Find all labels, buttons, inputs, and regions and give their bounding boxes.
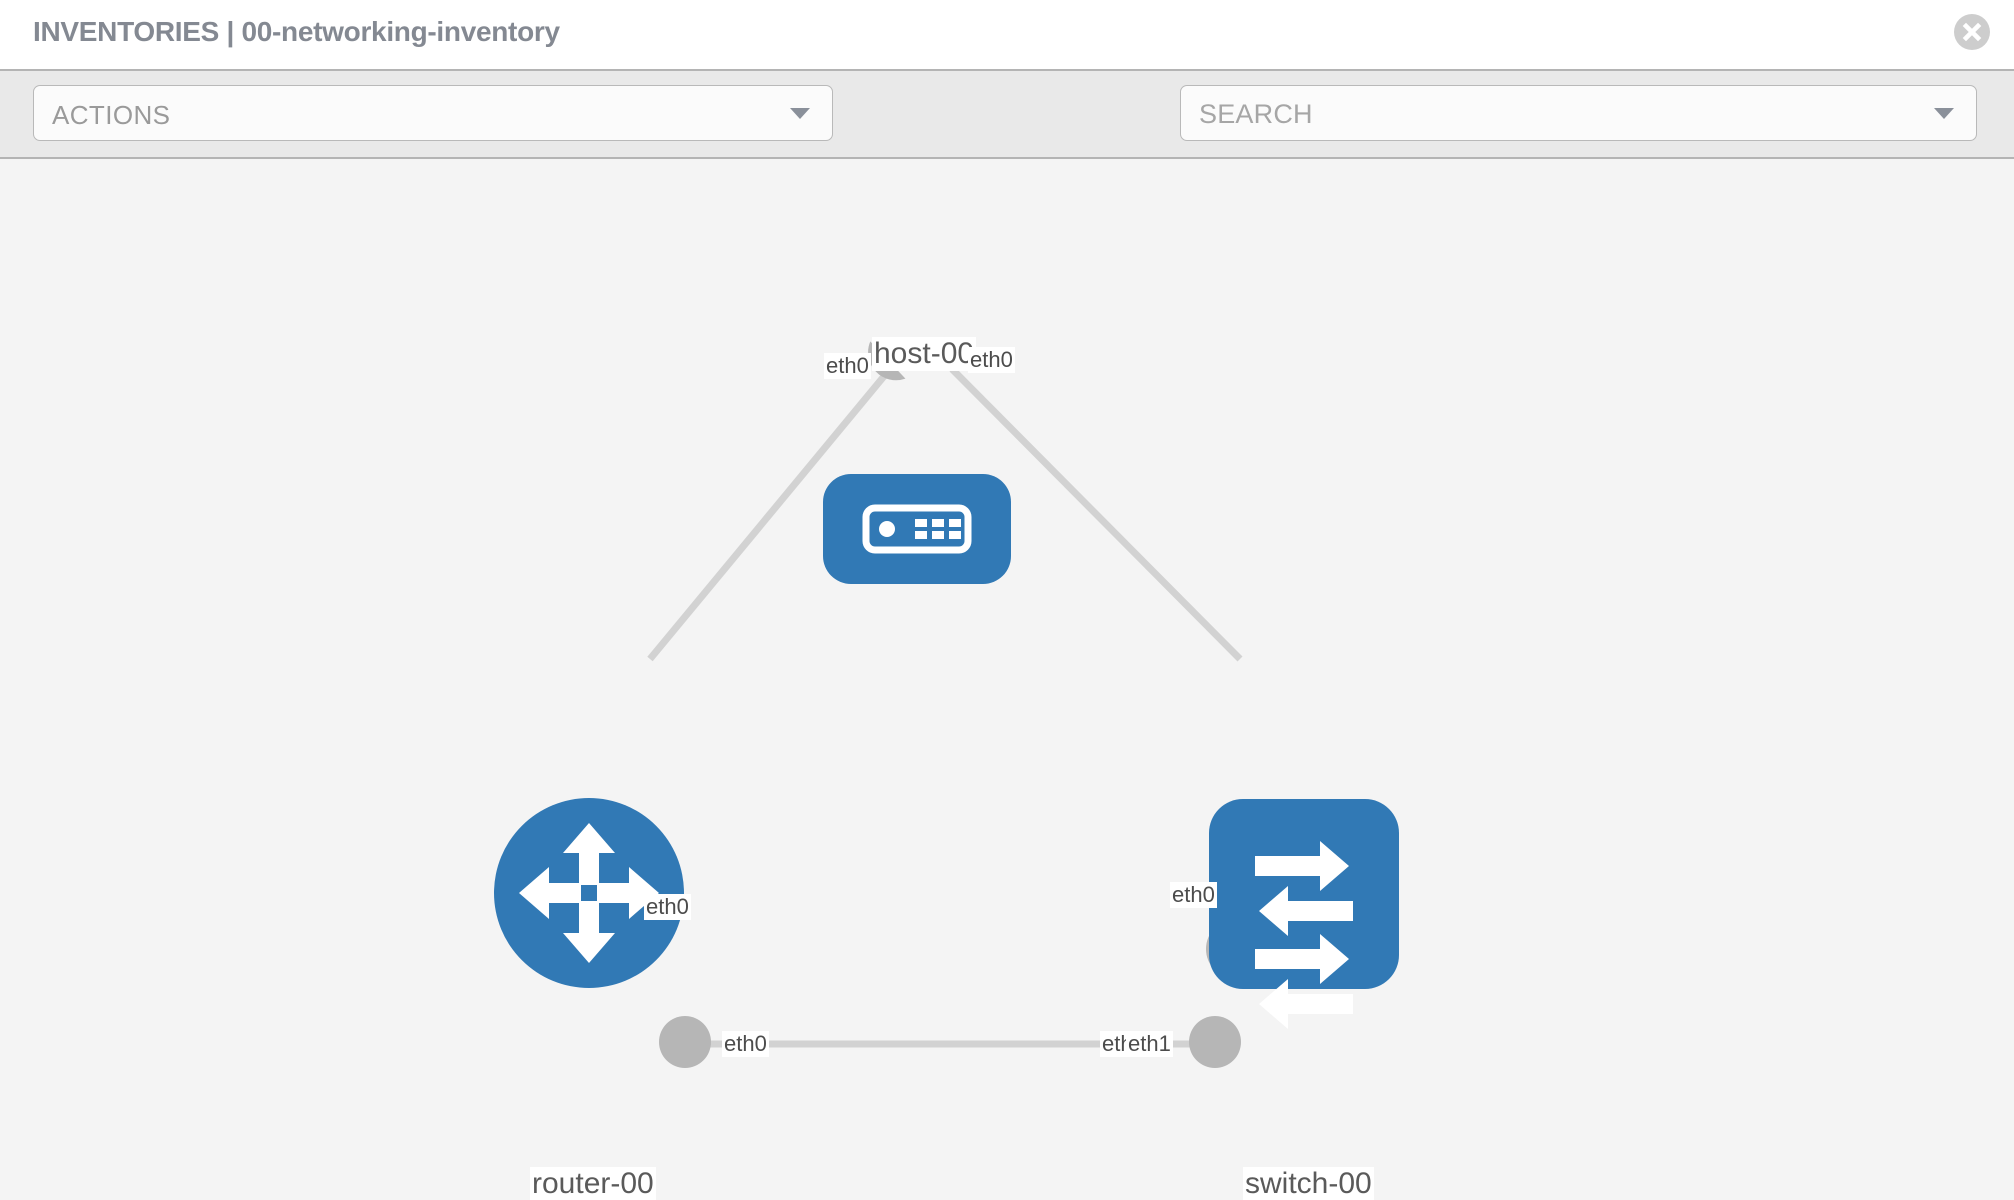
node-label-switch-00: switch-00 — [1243, 1167, 1374, 1200]
link-host-router[interactable] — [647, 366, 893, 662]
node-switch-00[interactable] — [1209, 799, 1399, 1029]
topology-canvas[interactable]: host-00 router-00 switch-00 eth0 eth0 et… — [0, 159, 2014, 1200]
node-router-00[interactable] — [494, 798, 684, 988]
router-arrows-icon — [519, 823, 659, 963]
node-label-host-00: host-00 — [872, 337, 977, 371]
server-icon — [862, 504, 972, 554]
actions-dropdown-label: ACTIONS — [52, 100, 171, 130]
page-title: INVENTORIES | 00-networking-inventory — [33, 16, 560, 47]
iface-label-host-right: eth0 — [968, 347, 1015, 373]
port-router-right[interactable] — [659, 1016, 711, 1068]
chevron-down-icon — [790, 108, 810, 119]
toolbar: ACTIONS SEARCH — [0, 69, 2014, 203]
iface-label-router-right: eth0 — [722, 1031, 769, 1057]
topology-graph — [494, 341, 1399, 1068]
port-switch-left[interactable] — [1189, 1016, 1241, 1068]
node-host-00[interactable] — [823, 474, 1011, 584]
close-icon — [1962, 22, 1982, 42]
iface-label-switch-left-b: eth1 — [1126, 1031, 1173, 1057]
node-label-router-00: router-00 — [530, 1167, 656, 1200]
iface-label-switch-up: eth0 — [1170, 882, 1217, 908]
link-host-switch[interactable] — [949, 366, 1243, 662]
iface-label-host-left: eth0 — [824, 353, 871, 379]
chevron-down-icon — [1934, 108, 1954, 119]
page-header: INVENTORIES | 00-networking-inventory — [0, 0, 2014, 69]
close-button[interactable] — [1954, 14, 1990, 50]
actions-dropdown[interactable]: ACTIONS — [33, 85, 833, 141]
switch-arrows-icon — [1255, 841, 1353, 1029]
iface-label-router-up: eth0 — [644, 894, 691, 920]
search-placeholder: SEARCH — [1199, 99, 1313, 129]
search-input[interactable]: SEARCH — [1180, 85, 1977, 141]
